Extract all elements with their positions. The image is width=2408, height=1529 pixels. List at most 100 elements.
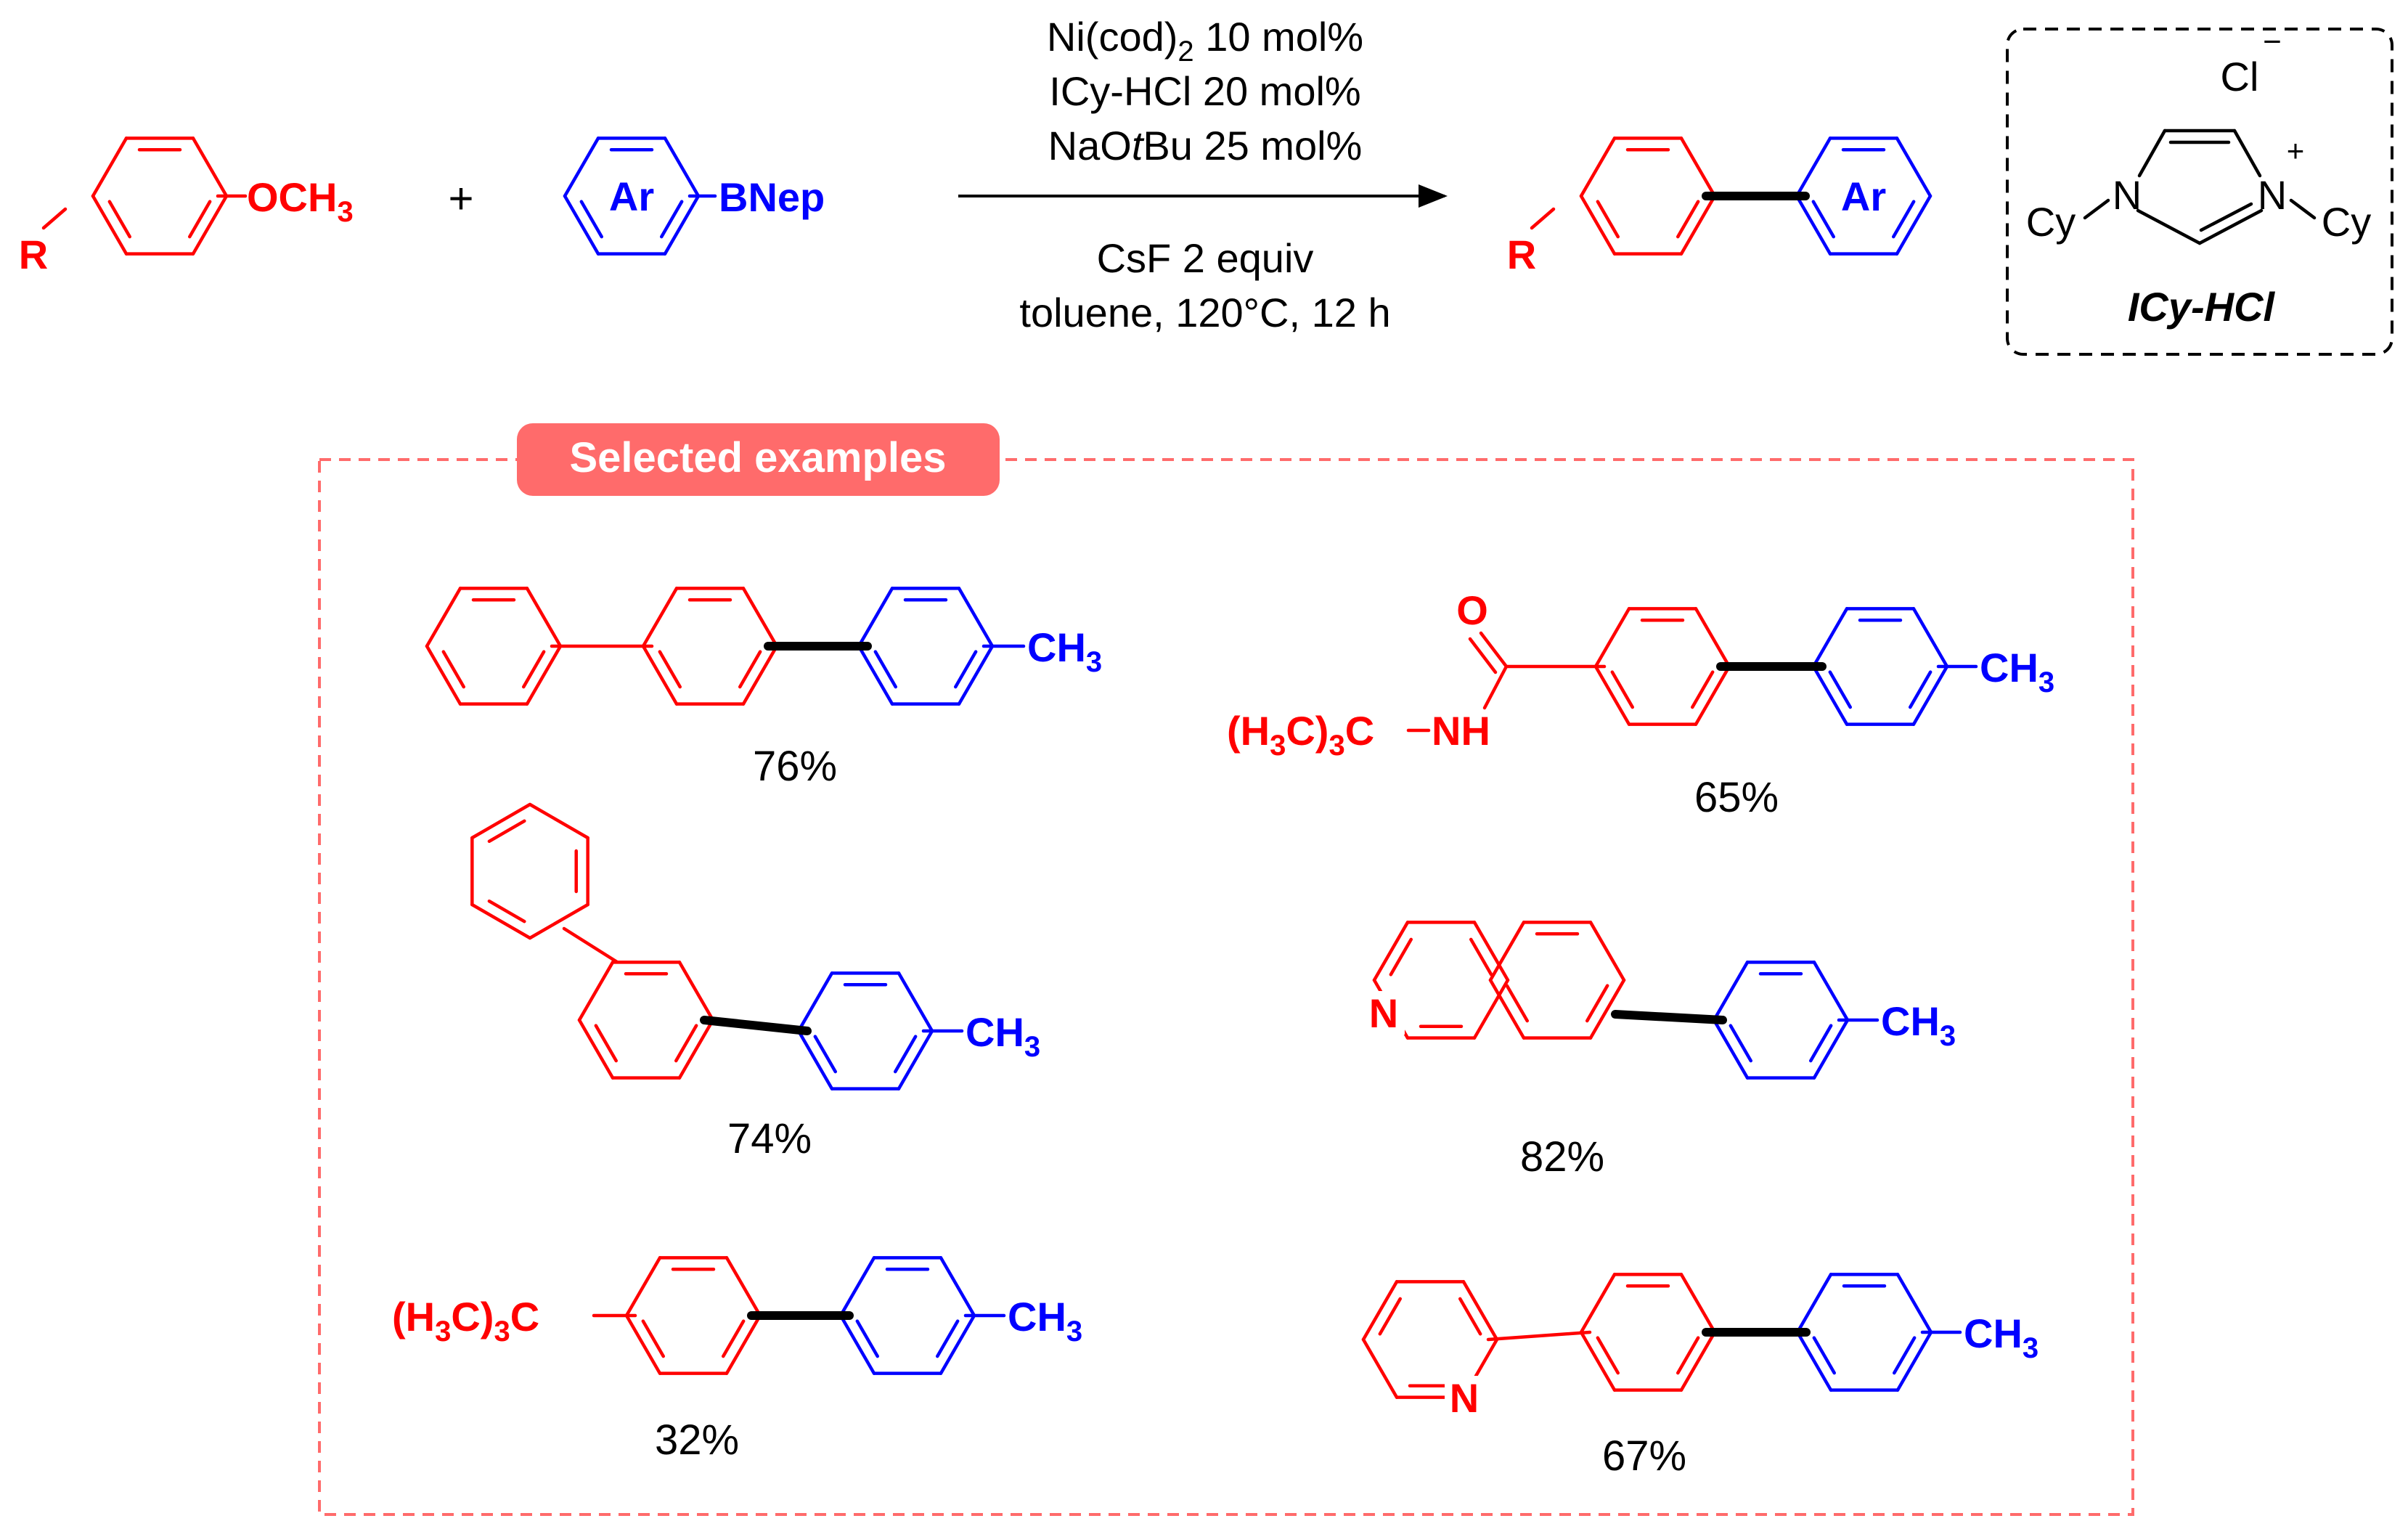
ring-inner-double-bond — [1610, 670, 1635, 709]
ring-bond — [838, 1256, 876, 1318]
ring-bond — [191, 194, 229, 256]
example-3-structure: CH3 74% — [470, 802, 1040, 1162]
ring-bond — [470, 802, 532, 840]
ring-inner-double-bond — [953, 650, 978, 689]
biaryl-product: R Ar — [1507, 136, 1932, 277]
ring-bond — [1588, 921, 1626, 982]
ring-inner-double-bond — [659, 200, 684, 239]
ring-inner-double-bond — [738, 650, 762, 689]
example-2-nh: NH — [1432, 708, 1490, 754]
ligand-name: ICy-HCl — [2128, 284, 2276, 330]
example-2-tolyl-ring — [1811, 607, 1949, 726]
example-3-new-c-c-bond — [700, 1016, 812, 1035]
ring-bond — [1679, 136, 1717, 198]
ring-bond — [939, 1313, 976, 1375]
example-3-tolyl-ring — [796, 971, 934, 1090]
ring-bond — [525, 644, 563, 706]
example-4-structure: N CH3 82% — [1365, 921, 1956, 1181]
ring-bond — [1488, 978, 1526, 1040]
reaction-equation: R OCH3 + Ar BNep Ni(cod)2 10 mol% ICy-HC… — [19, 14, 1932, 335]
ring-bond — [677, 961, 715, 1022]
aryl-ring — [563, 136, 701, 256]
ring-bond — [1488, 921, 1526, 982]
example-6-n-mask — [1445, 1376, 1485, 1419]
ring-inner-double-bond — [1596, 200, 1620, 239]
example-5-yield: 32% — [655, 1416, 739, 1464]
ring-bond — [1593, 607, 1631, 669]
solvent-temp-time-condition: toluene, 120°C, 12 h — [1019, 290, 1390, 335]
ring-bond — [725, 1256, 762, 1318]
ring-bond — [1795, 1330, 1833, 1392]
ligand-box-border — [2006, 28, 2393, 356]
ring-bond — [1679, 1330, 1717, 1392]
ring-bond — [1694, 607, 1731, 669]
ring-inner-double-bond — [441, 650, 466, 689]
ring-bond — [1812, 961, 1850, 1022]
ring-bond — [741, 644, 779, 706]
ring-bond — [857, 644, 894, 706]
imidazolium-ring — [2136, 129, 2264, 245]
ring-bond — [1372, 921, 1410, 982]
ring-inner-double-bond — [1729, 1024, 1753, 1063]
example-6-central-ring — [1579, 1273, 1717, 1392]
ring-bond — [1712, 961, 1750, 1022]
ligand-structure-box: Cl − N N + Cy Cy ICy-HCl — [2006, 24, 2393, 356]
ring-inner-double-bond — [855, 1319, 880, 1358]
ring-bond — [1579, 1273, 1617, 1334]
anisole-ring — [91, 136, 229, 256]
example-5-tolyl-ring — [838, 1256, 976, 1375]
ring-bond — [425, 644, 462, 706]
ring-inner-double-bond — [1469, 937, 1493, 976]
examples-box-border — [318, 458, 2134, 1516]
ring-inner-double-bond — [487, 899, 526, 923]
example-4-yield: 82% — [1520, 1133, 1604, 1181]
example-6-pyridine-ring — [1361, 1280, 1499, 1399]
ring-bond — [191, 136, 229, 198]
ring-bond — [91, 136, 128, 198]
ring-bond — [1895, 1330, 1933, 1392]
ring-inner-double-bond — [1891, 200, 1916, 239]
ring-bond — [957, 587, 995, 648]
ring-bond — [641, 587, 679, 648]
ring-inner-double-bond — [1892, 1336, 1917, 1375]
example-6-methyl: CH3 — [1964, 1310, 2038, 1364]
ring-bond — [1895, 136, 1932, 198]
example-4-methyl: CH3 — [1881, 998, 1956, 1052]
ring-inner-double-bond — [107, 200, 132, 239]
methoxy-label: OCH3 — [247, 174, 354, 228]
example-2-structure: O (H3C)3C NH CH3 65% — [1227, 587, 2054, 821]
aryl-ring-label: Ar — [609, 174, 654, 219]
example-2-tbu-group: (H3C)3C — [1227, 708, 1374, 762]
ring-bond — [857, 587, 894, 648]
example-1-methyl: CH3 — [1027, 624, 1102, 678]
ring-inner-double-bond — [873, 650, 898, 689]
ring-bond — [1694, 664, 1731, 726]
ring-bond — [91, 194, 128, 256]
ring-inner-double-bond — [487, 819, 526, 844]
ligand-condition: ICy-HCl 20 mol% — [1049, 68, 1360, 114]
ring-bond — [1911, 607, 1949, 669]
bnep-label: BNep — [719, 174, 825, 220]
example-4-new-c-c-bond — [1611, 1010, 1727, 1024]
ring-bond — [470, 902, 532, 940]
ring-inner-double-bond — [1505, 984, 1530, 1023]
ring-bond — [624, 1313, 662, 1375]
ring-inner-double-bond — [674, 1024, 698, 1063]
example-6-yield: 67% — [1602, 1432, 1686, 1480]
example-4-tolyl-ring — [1712, 961, 1850, 1080]
cyclohexyl-left-label: Cy — [2026, 199, 2076, 245]
example-3-yield: 74% — [727, 1115, 812, 1162]
imidazolium-charge: + — [2287, 134, 2305, 168]
additive-condition: CsF 2 equiv — [1097, 235, 1314, 281]
ring-inner-double-bond — [721, 1319, 746, 1358]
example-5-structure: (H3C)3C CH3 32% — [392, 1256, 1082, 1464]
ring-inner-double-bond — [935, 1319, 960, 1358]
ring-bond — [939, 1256, 976, 1318]
ring-bond — [1811, 664, 1849, 726]
ring-inner-double-bond — [579, 200, 604, 239]
ring-inner-double-bond — [1676, 200, 1700, 239]
ring-bond — [897, 971, 934, 1033]
example-2-methyl: CH3 — [1980, 645, 2054, 698]
ring-inner-double-bond — [893, 1035, 918, 1074]
example-3-methyl: CH3 — [966, 1009, 1040, 1063]
